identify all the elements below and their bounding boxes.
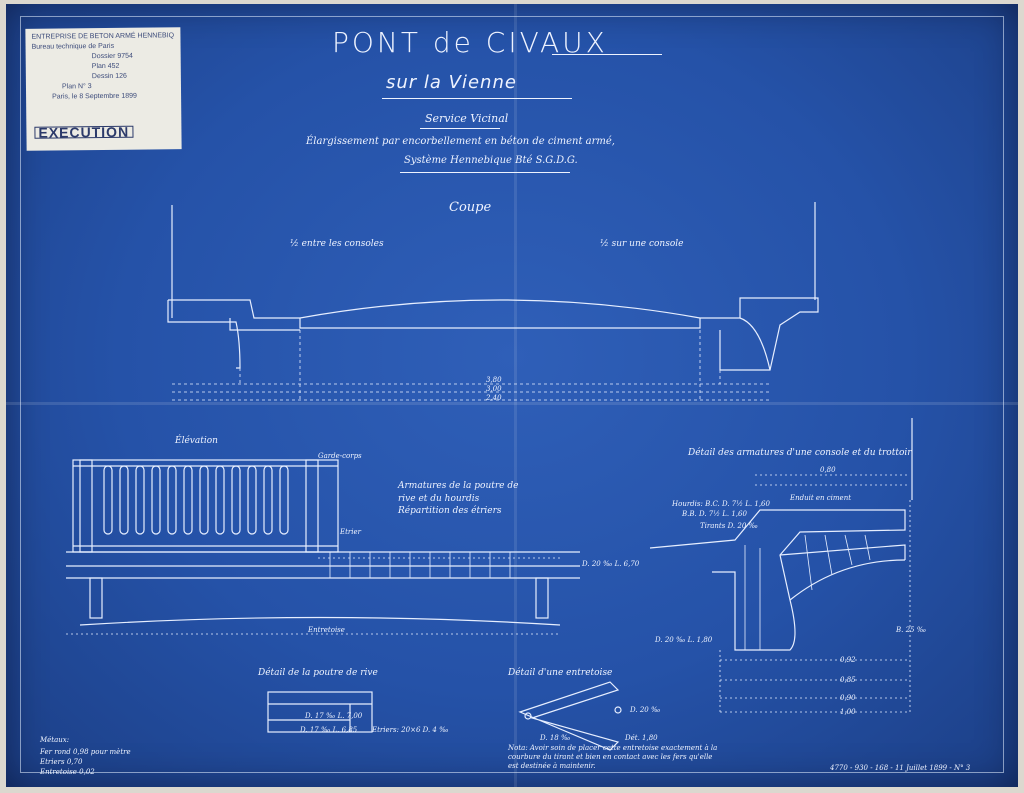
console-tirants-label: Tirants D. 20 ‰ xyxy=(700,522,758,530)
elevation-repartition-label: Répartition des étriers xyxy=(398,506,502,516)
entretoise-note: Nota: Avoir soin de placer cette entreto… xyxy=(508,744,718,770)
entretoise-detail-title: Détail d'une entretoise xyxy=(508,668,613,678)
poutre-dim-c: Etriers: 20×6 D. 4 ‰ xyxy=(372,726,449,734)
elevation-title: Élévation xyxy=(175,436,218,446)
elevation-tag-garde: Garde-corps xyxy=(318,452,362,460)
poutre-detail-title: Détail de la poutre de rive xyxy=(258,668,378,678)
entretoise-dim-3: Dét. 1,80 xyxy=(625,734,658,742)
section-dim: 3,80 xyxy=(486,376,502,384)
fold-line-horizontal xyxy=(6,402,1018,405)
title-underline xyxy=(552,54,662,55)
poutre-detail-drawing xyxy=(267,691,373,733)
entretoise-dim-2: D. 18 ‰ xyxy=(540,734,571,742)
service-label: Service Vicinal xyxy=(425,112,509,125)
section-left-label: ½ entre les consoles xyxy=(290,239,384,249)
sheet-border xyxy=(20,16,1004,773)
footer-reference: 4770 - 930 - 168 - 11 Juillet 1899 - N° … xyxy=(830,764,971,772)
elevation-entretoise-label: Entretoise xyxy=(308,626,345,634)
console-dim-bottom: 0,85 xyxy=(840,676,856,684)
console-dim-top: 0,80 xyxy=(820,466,836,474)
elevation-drawing xyxy=(66,459,580,635)
poutre-dim-b: D. 17 ‰ L. 6,85 xyxy=(300,726,358,734)
stamp-status: EXECUTION xyxy=(34,124,134,141)
section-title: Coupe xyxy=(449,200,492,215)
office-stamp: ENTREPRISE DE BETON ARMÉ HENNEBIQUE Bure… xyxy=(25,27,182,151)
console-dim-bottom: 1,00 xyxy=(840,708,856,716)
section-right-label: ½ sur une console xyxy=(600,239,684,249)
description-underline xyxy=(400,172,570,173)
description-line-2: Système Hennebique Bté S.G.D.G. xyxy=(404,155,578,166)
section-dim: 3,00 xyxy=(486,385,502,393)
legend-row: Fer rond 0,98 pour mètre xyxy=(40,748,131,756)
description-line-1: Élargissement par encorbellement en béto… xyxy=(306,136,615,147)
legend-heading: Métaux: xyxy=(40,736,70,744)
console-detail-title: Détail des armatures d'une console et du… xyxy=(688,448,912,458)
elevation-armatures-label: Armatures de la poutre de rive et du hou… xyxy=(398,481,519,504)
entretoise-dim-1: D. 20 ‰ xyxy=(630,706,661,714)
console-detail-drawing xyxy=(649,418,913,713)
elevation-tag-etrier: Etrier xyxy=(340,528,361,536)
fold-line-vertical xyxy=(514,4,517,787)
legend-row: Etriers 0,70 xyxy=(40,758,83,766)
service-underline xyxy=(420,128,500,129)
entretoise-detail-drawing xyxy=(518,681,622,751)
elevation-bar-dim: D. 20 ‰ L. 6,70 xyxy=(582,560,640,568)
console-dim-d: D. 20 ‰ L. 1,80 xyxy=(655,636,713,644)
subtitle-underline xyxy=(382,98,572,99)
console-enduit-label: Enduit en ciment xyxy=(790,494,852,502)
cross-section-drawing xyxy=(167,202,819,401)
drawing-title: PONT de CIVAUX xyxy=(332,26,608,59)
console-dim-bottom: 0,92 xyxy=(840,656,856,664)
console-dim-bottom: 0,90 xyxy=(840,694,856,702)
section-dim: 2,40 xyxy=(486,394,502,402)
console-hourdis-label: Hourdis: B.C. D. 7½ L. 1,60 xyxy=(672,500,770,508)
console-dim-b: B. 25 ‰ xyxy=(896,626,927,634)
poutre-dim-a: D. 17 ‰ L. 7,00 xyxy=(305,712,363,720)
legend-row: Entretoise 0,02 xyxy=(40,768,95,776)
drawing-subtitle: sur la Vienne xyxy=(386,72,517,93)
console-bb-label: B.B. D. 7½ L. 1,60 xyxy=(682,510,747,518)
stamp-line: Paris, le 8 Septembre 1899 xyxy=(52,92,137,101)
